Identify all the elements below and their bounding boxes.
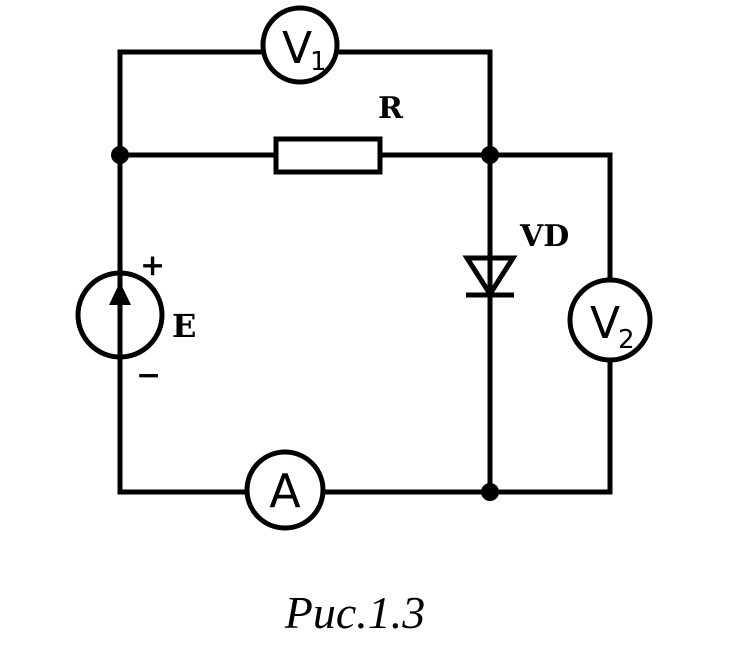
wire-v2-bottom — [487, 357, 613, 495]
voltmeter-v1-symbol: V — [282, 23, 312, 74]
voltmeter-v1: V 1 — [260, 5, 340, 85]
wire-top-left — [117, 49, 266, 158]
source-circle — [75, 270, 165, 360]
junction-node-bottom-right — [481, 483, 499, 501]
voltmeter-v2: V 2 — [567, 277, 653, 363]
wires — [117, 49, 613, 495]
voltmeter-v2-circle — [567, 277, 653, 363]
voltmeter-v1-subscript: 1 — [310, 47, 327, 77]
voltmeter-v2-symbol: V — [590, 298, 620, 349]
source-plus-sign: + — [140, 248, 165, 283]
source-minus-sign: − — [136, 358, 161, 393]
diode-label: VD — [519, 219, 569, 254]
junction-node-top-right — [481, 146, 499, 164]
emf-source-e: + − E — [75, 248, 196, 393]
voltmeter-v1-circle — [260, 5, 340, 85]
resistor-r: R — [273, 91, 404, 175]
source-arrow-icon — [109, 282, 131, 305]
diode-vd: VD — [462, 219, 569, 320]
junction-node-left — [111, 146, 129, 164]
wire-top-right — [334, 49, 493, 158]
ammeter-symbol: A — [269, 464, 301, 518]
resistor-label: R — [378, 91, 404, 126]
resistor-body — [273, 136, 383, 175]
ammeter-circle — [244, 449, 326, 531]
ammeter-a: A — [244, 449, 326, 531]
figure-caption: Рис.1.3 — [284, 587, 426, 638]
source-label: E — [172, 307, 196, 345]
voltmeter-v2-subscript: 2 — [618, 325, 635, 355]
